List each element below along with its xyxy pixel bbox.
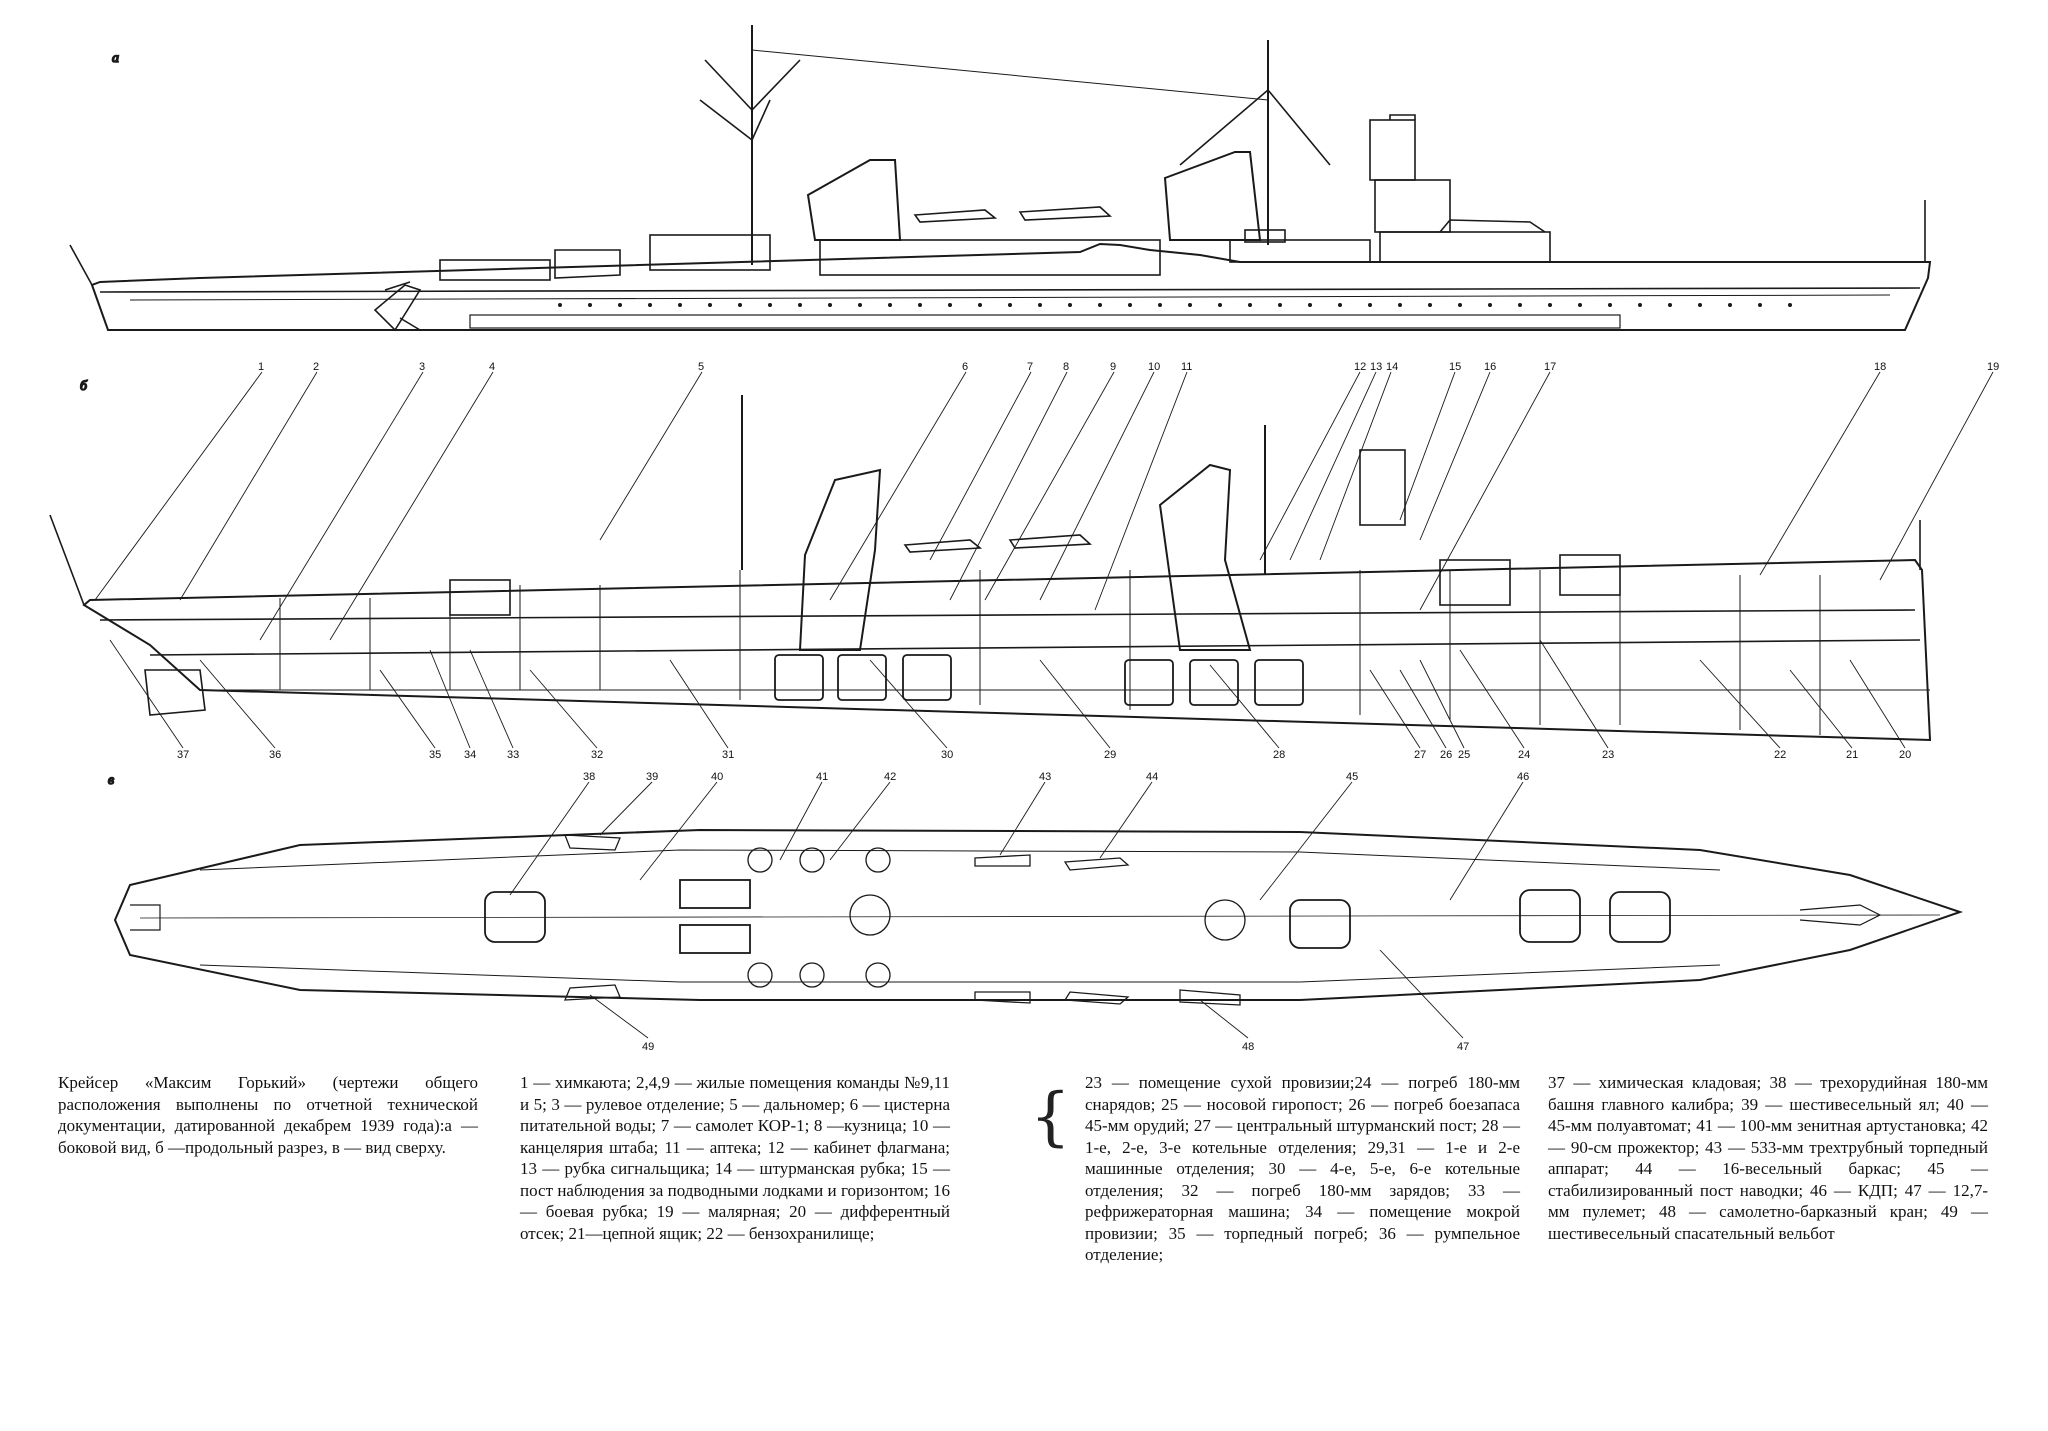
callout-39: 39 [646, 771, 658, 783]
legend-column-2: 23 — помещение сухой провизии;24 — погре… [1085, 1073, 1520, 1264]
callout-42: 42 [884, 771, 896, 783]
leader-lines-bottom [109, 639, 1906, 749]
callout-numbers-plan: 38 39 40 41 42 43 44 45 46 49 48 47 [583, 771, 1529, 1053]
funnel-fwd [1163, 151, 1262, 241]
callout-24: 24 [1518, 749, 1530, 761]
callout-4: 4 [489, 361, 495, 373]
callout-10: 10 [1148, 361, 1160, 373]
callout-19: 19 [1987, 361, 1999, 373]
callout-numbers-top: 1 2 3 4 5 6 7 8 9 10 11 12 13 14 15 16 1… [258, 361, 1999, 373]
callout-21: 21 [1846, 749, 1858, 761]
hull-plan [113, 828, 1964, 1001]
callout-45: 45 [1346, 771, 1358, 783]
leader-lines-top [94, 371, 1994, 641]
plan-view: в [107, 772, 1964, 1006]
callout-5: 5 [698, 361, 704, 373]
callout-44: 44 [1146, 771, 1158, 783]
callout-40: 40 [711, 771, 723, 783]
callout-49: 49 [642, 1041, 654, 1053]
callout-33: 33 [507, 749, 519, 761]
brace-mark: { [1030, 1080, 1071, 1154]
callout-numbers-bottom: 37 36 35 34 33 32 31 30 29 28 27 26 25 2… [177, 749, 1911, 761]
callout-3: 3 [419, 361, 425, 373]
view-label-b: б [80, 379, 88, 394]
callout-1: 1 [258, 361, 264, 373]
callout-12: 12 [1354, 361, 1366, 373]
hull-side [90, 242, 1932, 331]
callout-25: 25 [1458, 749, 1470, 761]
callout-14: 14 [1386, 361, 1398, 373]
caption-title: Крейсер «Максим Горький» (чертежи общего… [58, 1073, 478, 1157]
callout-16: 16 [1484, 361, 1496, 373]
callout-46: 46 [1517, 771, 1529, 783]
callout-7: 7 [1027, 361, 1033, 373]
callout-20: 20 [1899, 749, 1911, 761]
callout-43: 43 [1039, 771, 1051, 783]
callout-34: 34 [464, 749, 476, 761]
callout-13: 13 [1370, 361, 1382, 373]
callout-32: 32 [591, 749, 603, 761]
callout-9: 9 [1110, 361, 1116, 373]
view-label-a: а [112, 51, 119, 66]
callout-2: 2 [313, 361, 319, 373]
hull-section [82, 558, 1932, 742]
view-label-c: в [108, 773, 114, 788]
callout-29: 29 [1104, 749, 1116, 761]
callout-36: 36 [269, 749, 281, 761]
callout-26: 26 [1440, 749, 1452, 761]
callout-35: 35 [429, 749, 441, 761]
callout-37: 37 [177, 749, 189, 761]
callout-8: 8 [1063, 361, 1069, 373]
section-view: б [49, 378, 1932, 742]
callout-47: 47 [1457, 1041, 1469, 1053]
callout-30: 30 [941, 749, 953, 761]
callout-31: 31 [722, 749, 734, 761]
callout-15: 15 [1449, 361, 1461, 373]
callout-11: 11 [1181, 361, 1192, 373]
callout-22: 22 [1774, 749, 1786, 761]
callout-48: 48 [1242, 1041, 1254, 1053]
callout-18: 18 [1874, 361, 1886, 373]
side-view: а [69, 25, 1932, 332]
legend-column-1: 1 — химкаюта; 2,4,9 — жилые помещения ко… [520, 1073, 950, 1243]
callout-41: 41 [816, 771, 828, 783]
funnel-aft [806, 159, 902, 241]
callout-28: 28 [1273, 749, 1285, 761]
callout-17: 17 [1544, 361, 1556, 373]
callout-38: 38 [583, 771, 595, 783]
callout-27: 27 [1414, 749, 1426, 761]
callout-6: 6 [962, 361, 968, 373]
callout-23: 23 [1602, 749, 1614, 761]
legend-column-3: 37 — химическая кладовая; 38 — трехоруди… [1548, 1073, 1988, 1243]
leader-lines-plan [509, 781, 1524, 1039]
